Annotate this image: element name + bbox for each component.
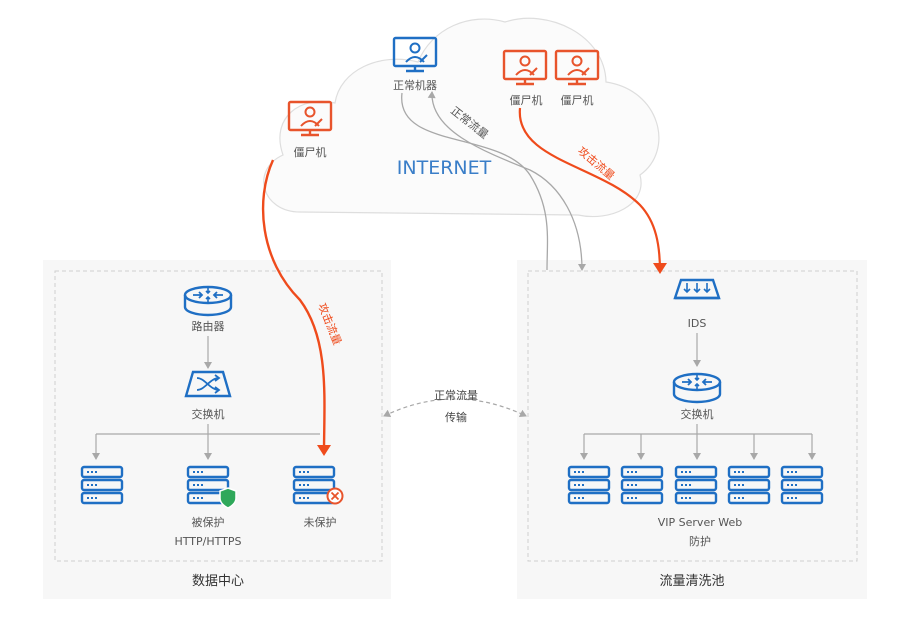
scrubbing-title: 流量清洗池 — [659, 574, 724, 589]
ids-icon — [673, 278, 721, 300]
servers-label-line1: VIP Server Web — [658, 516, 742, 529]
datacenter-panel — [43, 260, 391, 599]
scrubbing-switch-label: 交换机 — [681, 407, 714, 421]
ids-device: IDS — [673, 278, 721, 330]
zombie-right2-label: 僵尸机 — [561, 93, 594, 107]
unprotected-label: 未保护 — [304, 515, 337, 529]
datacenter-router: 路由器 — [183, 285, 233, 333]
error-icon — [326, 487, 344, 505]
datacenter-switch: 交换机 — [184, 370, 232, 421]
unprotected-server: 未保护 — [292, 465, 344, 529]
internet-label: INTERNET — [397, 157, 492, 179]
protected-server: 被保护 HTTP/HTTPS — [175, 465, 242, 548]
transfer-line — [383, 398, 527, 418]
switch-icon — [184, 370, 232, 398]
scrubbing-panel — [517, 260, 867, 599]
protected-label-line1: 被保护 — [192, 515, 225, 529]
normal-flow-in-line — [427, 91, 586, 271]
datacenter-dashed-border — [54, 270, 383, 562]
datacenter-title: 数据中心 — [192, 574, 244, 589]
attack-flow-right-line — [518, 107, 667, 274]
shield-icon — [219, 487, 237, 509]
scrubbing-dashed-border — [527, 270, 858, 562]
zombie-left-label: 僵尸机 — [294, 145, 327, 159]
normal-machine-label: 正常机器 — [393, 78, 437, 92]
zombie-machine-right-2: 僵尸机 — [554, 49, 600, 107]
datacenter-connectors — [92, 424, 320, 460]
protected-label-line2: HTTP/HTTPS — [175, 535, 242, 548]
transfer-label-line2: 传输 — [445, 410, 467, 424]
zombie-machine-left: 僵尸机 — [287, 100, 333, 159]
servers-label-line2: 防护 — [689, 534, 711, 548]
scrubbing-connectors — [580, 424, 816, 460]
switch-label: 交换机 — [192, 407, 225, 421]
zombie-right1-label: 僵尸机 — [510, 93, 543, 107]
scrubbing-switch: 交换机 — [672, 372, 722, 421]
normal-machine: 正常机器 — [392, 36, 438, 92]
router-label: 路由器 — [192, 319, 225, 333]
zombie-machine-right-1: 僵尸机 — [502, 49, 548, 107]
attack-flow-left-line — [261, 159, 332, 456]
ids-label: IDS — [688, 317, 707, 330]
transfer-label-line1: 正常流量 — [434, 388, 478, 402]
